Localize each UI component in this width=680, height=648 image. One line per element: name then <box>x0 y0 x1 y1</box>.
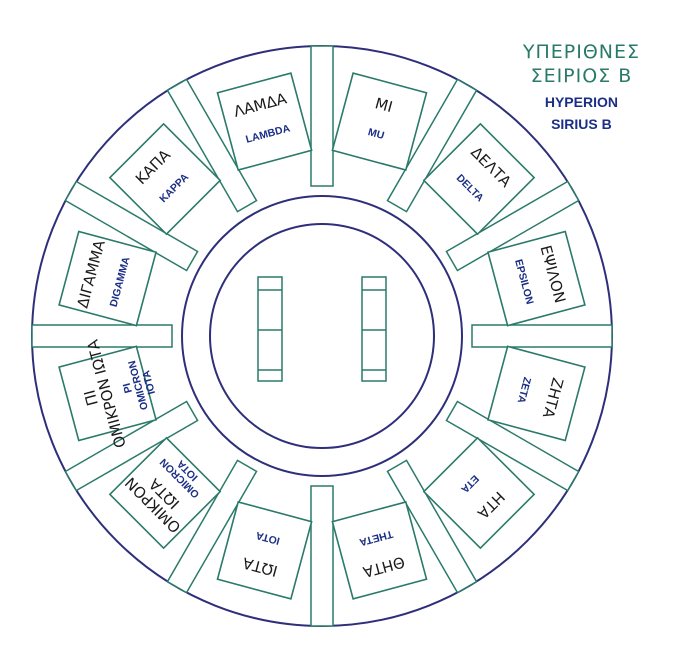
room-panel-frame <box>108 122 222 236</box>
inner-ring <box>181 195 463 477</box>
room-panel-frame <box>58 345 158 442</box>
room-panel-frame <box>486 230 586 327</box>
spoke-bar <box>471 324 613 348</box>
spoke-bar <box>445 400 580 492</box>
room-panel-frame <box>108 436 222 550</box>
right-hub-column <box>361 276 387 382</box>
room-panel-frame <box>58 230 158 327</box>
left-hub-column <box>257 276 283 382</box>
spoke-bar <box>166 459 258 594</box>
spoke-bar <box>386 78 478 213</box>
spoke-bar <box>64 400 199 492</box>
greek-title-line-2: ΣΕΙΡΙΟΣ Β <box>530 65 633 87</box>
spoke-bar <box>386 459 478 594</box>
panel-greek-label: ΜΙ <box>373 94 394 116</box>
room-panel-frame <box>216 72 313 172</box>
spoke-group <box>31 45 613 627</box>
panel-greek-label: ΠΙ <box>80 388 101 408</box>
room-panel-mu: ΜΙ MU <box>331 72 428 172</box>
english-title-line-1: HYPERION <box>544 94 618 110</box>
spoke-bar <box>310 45 334 187</box>
spoke-bar <box>445 180 580 272</box>
panel-name-label: PI <box>121 382 135 395</box>
english-title-line-2: SIRIUS B <box>551 116 612 132</box>
panel-name-label: MU <box>367 126 386 142</box>
spoke-bar <box>310 485 334 627</box>
central-hub <box>257 276 387 382</box>
spoke-bar <box>64 180 199 272</box>
core-ring <box>209 223 435 449</box>
room-panel-frame <box>331 72 428 172</box>
room-panel-frame <box>331 500 428 600</box>
room-panel-frame <box>486 345 586 442</box>
greek-title-line-1: ΥΠΕΡΙΘΝΕΣ <box>522 41 640 63</box>
title-block: ΥΠΕΡΙΘΝΕΣ ΣΕΙΡΙΟΣ Β HYPERION SIRIUS B <box>523 40 640 132</box>
spoke-bar <box>166 78 258 213</box>
room-panel-frame <box>422 436 536 550</box>
room-panel-frame <box>422 122 536 236</box>
room-panel-frame <box>216 500 313 600</box>
spoke-bar <box>31 324 173 348</box>
